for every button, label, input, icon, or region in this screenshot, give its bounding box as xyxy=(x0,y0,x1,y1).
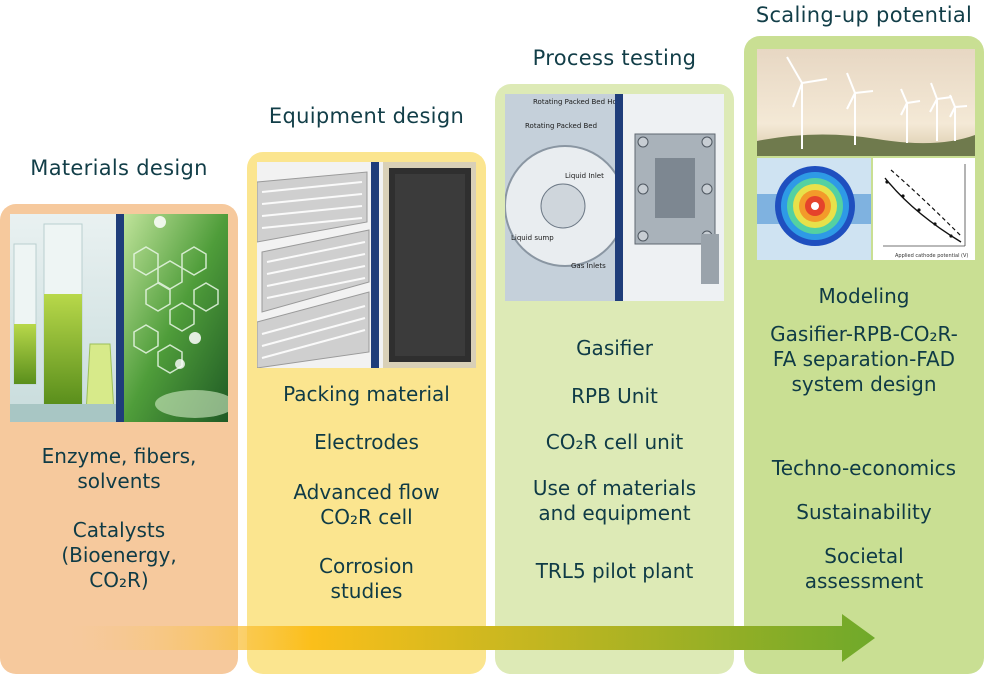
lab-glassware-icon xyxy=(10,214,228,422)
scaling-item-sustainability: Sustainability xyxy=(796,500,932,524)
materials-item-catalysts: Catalysts (Bioenergy, CO₂R) xyxy=(61,518,177,592)
scaling-item-societal: Societal assessment xyxy=(804,544,924,593)
equipment-photo xyxy=(257,162,476,368)
equipment-item-flow-cell: Advanced flow CO₂R cell xyxy=(293,480,440,529)
equipment-item-electrodes: Electrodes xyxy=(314,430,419,454)
stage-title-equipment: Equipment design xyxy=(268,104,465,128)
line-chart-icon: Applied cathode potential (V) xyxy=(873,158,975,260)
process-item-use: Use of materials and equipment xyxy=(532,476,697,525)
wind-turbine-photo xyxy=(757,49,975,156)
equipment-item-corrosion: Corrosion studies xyxy=(319,554,414,603)
process-label-rpb: Rotating Packed Bed xyxy=(525,122,597,130)
materials-design-panel: Enzyme, fibers, solvents Catalysts (Bioe… xyxy=(0,204,238,674)
chart-xlabel: Applied cathode potential (V) xyxy=(895,253,968,259)
scaling-item-system-design: Gasifier-RPB-CO₂R-FA separation-FAD syst… xyxy=(770,322,958,396)
equipment-design-panel: Packing material Electrodes Advanced flo… xyxy=(247,152,486,674)
stage-title-materials: Materials design xyxy=(30,156,208,180)
process-item-gasifier: Gasifier xyxy=(576,336,653,360)
scaling-item-techno: Techno-economics xyxy=(771,456,957,480)
materials-photo xyxy=(10,214,228,422)
process-testing-panel: Rotating Packed Bed Housing Rotating Pac… xyxy=(495,84,734,674)
packing-electrode-icon xyxy=(257,162,476,368)
wind-turbine-icon xyxy=(757,49,975,156)
modeling-chart-photo: Applied cathode potential (V) xyxy=(873,158,975,260)
materials-item-enzyme: Enzyme, fibers, solvents xyxy=(41,444,197,493)
progress-arrow xyxy=(70,614,875,662)
process-label-sump: Liquid sump xyxy=(511,234,554,242)
simulation-photo xyxy=(757,158,871,260)
rpb-cell-icon: Rotating Packed Bed Housing Rotating Pac… xyxy=(505,94,724,301)
process-label-inlet: Liquid Inlet xyxy=(565,172,604,180)
process-label-housing: Rotating Packed Bed Housing xyxy=(533,98,636,106)
scaling-item-modeling: Modeling xyxy=(818,284,910,308)
process-label-gas: Gas Inlets xyxy=(571,262,606,270)
scaling-up-panel: Applied cathode potential (V) Modeling G… xyxy=(744,36,984,674)
stage-title-process: Process testing xyxy=(532,46,697,70)
equipment-item-packing: Packing material xyxy=(283,382,450,406)
stage-title-scaling: Scaling-up potential xyxy=(755,3,973,27)
arrow-shape xyxy=(70,614,875,662)
process-item-rpb: RPB Unit xyxy=(571,384,658,408)
process-item-trl5: TRL5 pilot plant xyxy=(535,559,694,583)
cfd-simulation-icon xyxy=(757,158,871,260)
process-item-co2r-cell: CO₂R cell unit xyxy=(545,430,684,454)
process-photo: Rotating Packed Bed Housing Rotating Pac… xyxy=(505,94,724,301)
